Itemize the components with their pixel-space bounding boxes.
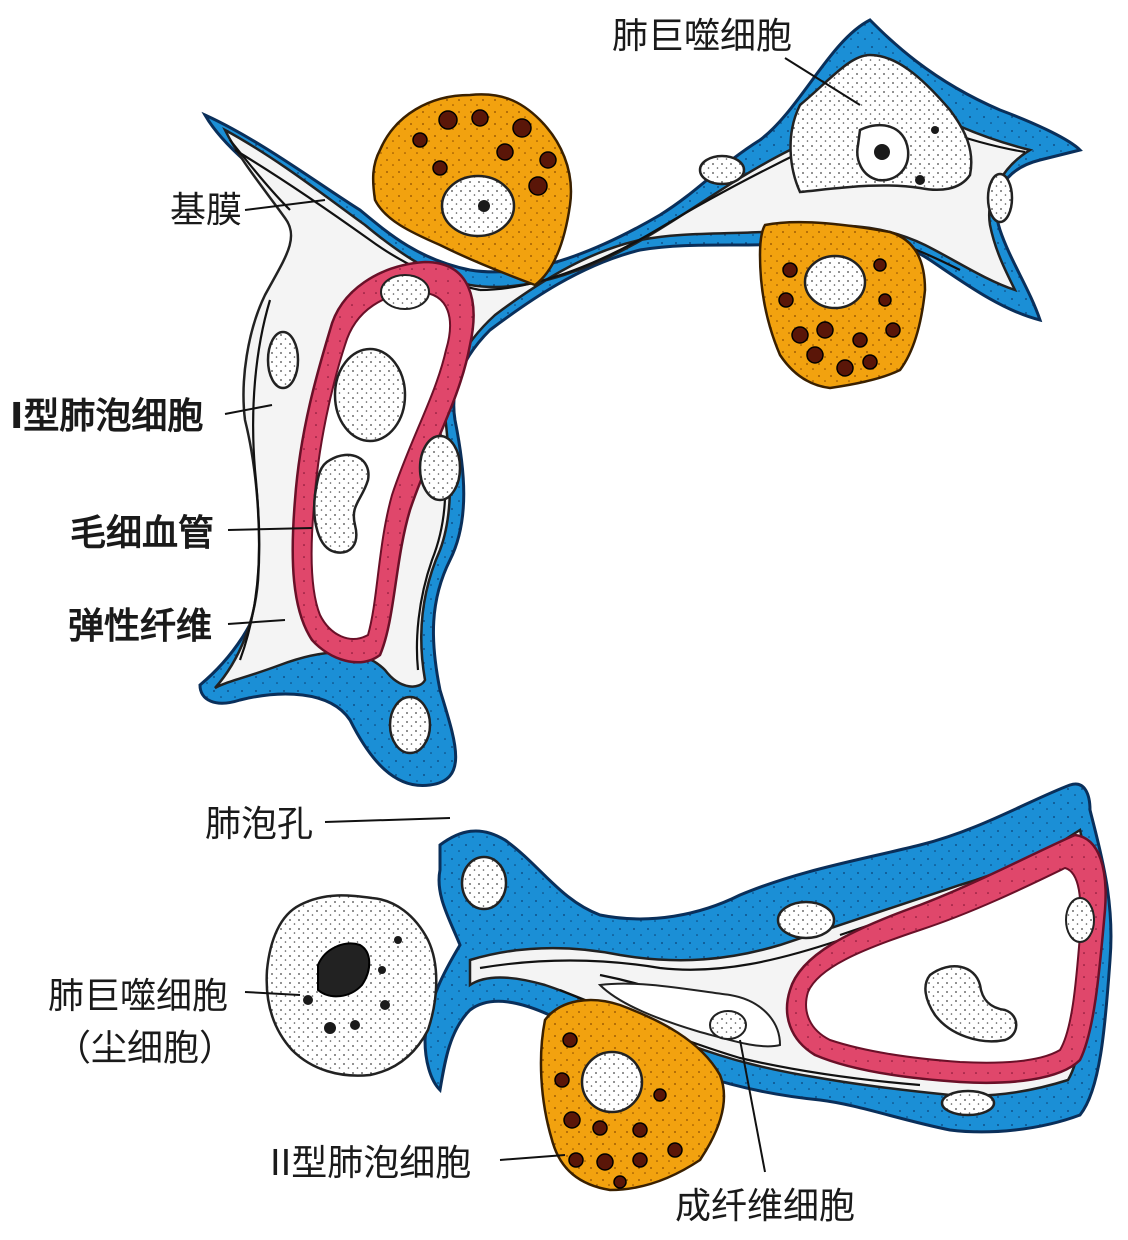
label-type2-cell: II型肺泡细胞 bbox=[270, 1143, 471, 1184]
type1-nucleus bbox=[268, 332, 298, 388]
type2-nucleus bbox=[805, 256, 865, 308]
type1-nucleus bbox=[390, 697, 430, 753]
red-blood-cell bbox=[335, 349, 405, 441]
label-capillary: 毛细血管 bbox=[70, 513, 214, 554]
type2-cell-upper-right bbox=[760, 222, 925, 388]
dust-cell bbox=[267, 895, 437, 1075]
type1-nucleus bbox=[778, 902, 834, 938]
label-fibroblast: 成纤维细胞 bbox=[675, 1186, 855, 1227]
label-macrophage-bottom: 肺巨噬细胞 bbox=[48, 976, 228, 1017]
label-alveolar-pore: 肺泡孔 bbox=[205, 804, 313, 845]
endothelial-nucleus bbox=[1066, 898, 1094, 942]
label-basement-membrane: 基膜 bbox=[170, 190, 242, 231]
label-dust-cell: （尘细胞） bbox=[55, 1028, 235, 1069]
fibroblast-nucleus bbox=[710, 1011, 746, 1039]
label-elastic-fiber: 弹性纤维 bbox=[68, 606, 212, 647]
label-macrophage-top: 肺巨噬细胞 bbox=[612, 16, 792, 57]
type2-nucleus bbox=[582, 1052, 642, 1112]
type1-nucleus bbox=[700, 156, 744, 184]
type1-nucleus bbox=[942, 1091, 994, 1115]
type1-nucleus bbox=[462, 857, 506, 909]
endothelial-nucleus bbox=[381, 275, 429, 309]
type1-nucleus bbox=[420, 436, 460, 500]
label-type1-cell: I型肺泡细胞 bbox=[10, 396, 203, 437]
type1-nucleus bbox=[988, 174, 1012, 222]
